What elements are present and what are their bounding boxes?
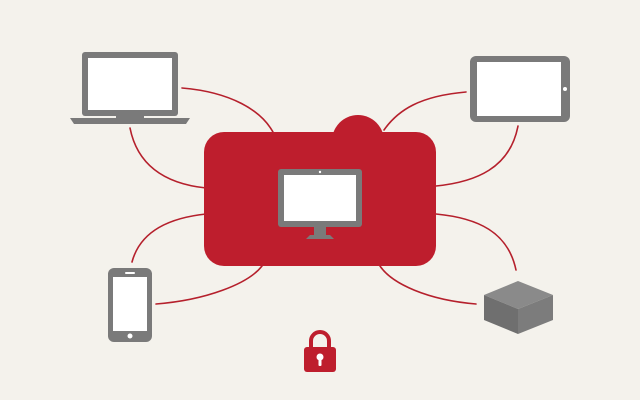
connector-laptop-bottom xyxy=(129,127,207,189)
laptop-icon xyxy=(70,52,190,124)
connector-box-top xyxy=(435,213,517,271)
desktop-monitor-icon xyxy=(278,169,362,239)
connector-laptop-top xyxy=(181,87,275,135)
padlock-icon xyxy=(304,330,336,372)
connector-tablet-top xyxy=(383,91,467,131)
tablet-icon xyxy=(470,56,570,122)
connector-phone-bottom xyxy=(155,265,263,305)
connector-phone-top xyxy=(131,213,207,263)
connector-tablet-bottom xyxy=(435,125,519,187)
connector-box-bottom xyxy=(379,265,477,305)
connectors xyxy=(129,87,519,305)
cube-icon xyxy=(484,281,553,334)
hub xyxy=(204,115,436,266)
smartphone-icon xyxy=(108,268,152,342)
